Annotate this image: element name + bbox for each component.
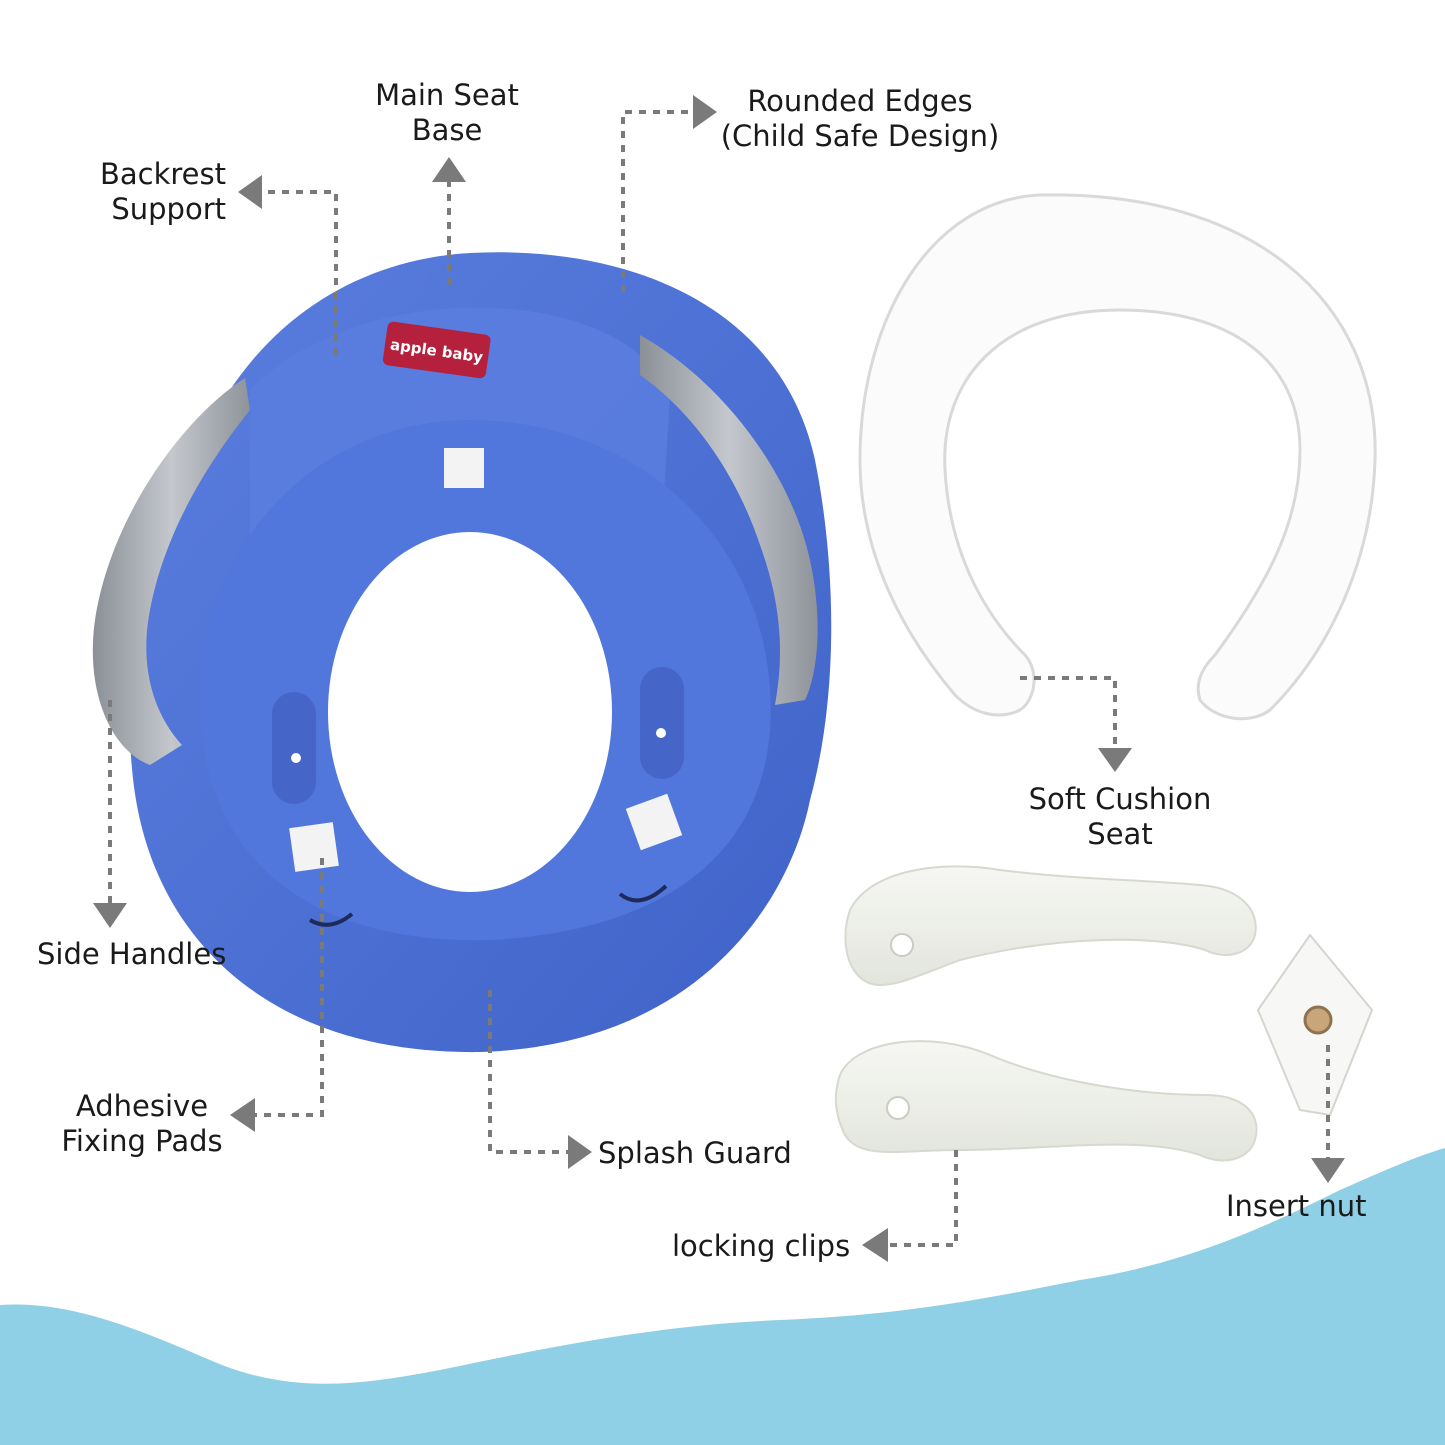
right-handle	[640, 335, 818, 705]
insert-nut	[1256, 933, 1374, 1117]
arrow-rounded-edges	[621, 110, 693, 292]
label-backrest-support: Backrest Support	[60, 157, 226, 227]
label-side-handles: Side Handles	[37, 937, 226, 972]
label-main-seat-base-line2: Base	[411, 113, 483, 147]
left-slot	[272, 692, 316, 804]
arrow-soft-cushion	[1020, 676, 1117, 748]
label-locking-clips-text: locking clips	[672, 1229, 851, 1263]
label-backrest-support-line2: Support	[111, 192, 226, 226]
label-soft-cushion-seat: Soft Cushion Seat	[1010, 782, 1230, 852]
label-insert-nut-text: Insert nut	[1226, 1189, 1367, 1223]
label-soft-cushion-seat-line1: Soft Cushion	[1028, 782, 1212, 816]
right-slot	[640, 667, 684, 779]
background-wave	[0, 1148, 1445, 1445]
arrowhead-side-handles	[93, 903, 127, 928]
arrow-locking-clips	[888, 1150, 958, 1247]
label-main-seat-base-line1: Main Seat	[375, 78, 519, 112]
label-adhesive-fixing-pads-line1: Adhesive	[75, 1089, 209, 1123]
label-soft-cushion-seat-line2: Seat	[1087, 817, 1153, 851]
arrowhead-insert-nut	[1311, 1158, 1345, 1183]
arrowhead-locking-clips	[862, 1228, 888, 1262]
potty-seat: apple baby	[92, 252, 832, 1053]
label-splash-guard: Splash Guard	[598, 1136, 792, 1171]
arrowhead-backrest-support	[238, 175, 262, 209]
label-locking-clips: locking clips	[672, 1229, 850, 1264]
seat-hole	[328, 532, 612, 892]
arrowhead-soft-cushion	[1098, 748, 1132, 772]
cushion-seat	[858, 193, 1377, 721]
left-handle	[92, 378, 250, 765]
arrowhead-adhesive-pads	[230, 1098, 255, 1132]
label-backrest-support-line1: Backrest	[99, 157, 226, 191]
adhesive-pad-left	[289, 822, 339, 872]
leader-arrows	[108, 110, 1330, 1247]
locking-clip-top	[844, 865, 1257, 987]
label-rounded-edges-line1: Rounded Edges	[747, 84, 973, 118]
label-adhesive-fixing-pads: Adhesive Fixing Pads	[52, 1089, 232, 1159]
arrow-backrest-support	[262, 190, 338, 355]
arrowhead-rounded-edges	[693, 95, 717, 129]
brand-logo: apple baby	[382, 321, 491, 379]
label-splash-guard-text: Splash Guard	[598, 1136, 792, 1170]
adhesive-pad-top	[444, 448, 484, 488]
label-main-seat-base: Main Seat Base	[352, 78, 542, 148]
label-rounded-edges-line2: (Child Safe Design)	[720, 119, 1000, 153]
locking-clip-bottom	[834, 1040, 1258, 1162]
arrowhead-splash-guard	[568, 1135, 592, 1169]
arrowhead-main-seat-base	[432, 157, 466, 182]
arrow-heads	[93, 95, 1345, 1262]
label-insert-nut: Insert nut	[1226, 1189, 1367, 1224]
label-rounded-edges: Rounded Edges (Child Safe Design)	[715, 84, 1005, 154]
label-adhesive-fixing-pads-line2: Fixing Pads	[61, 1124, 223, 1158]
arrow-adhesive-pads	[255, 858, 324, 1117]
arrow-splash-guard	[488, 990, 568, 1154]
label-side-handles-text: Side Handles	[37, 937, 227, 971]
adhesive-pad-right	[625, 793, 683, 851]
